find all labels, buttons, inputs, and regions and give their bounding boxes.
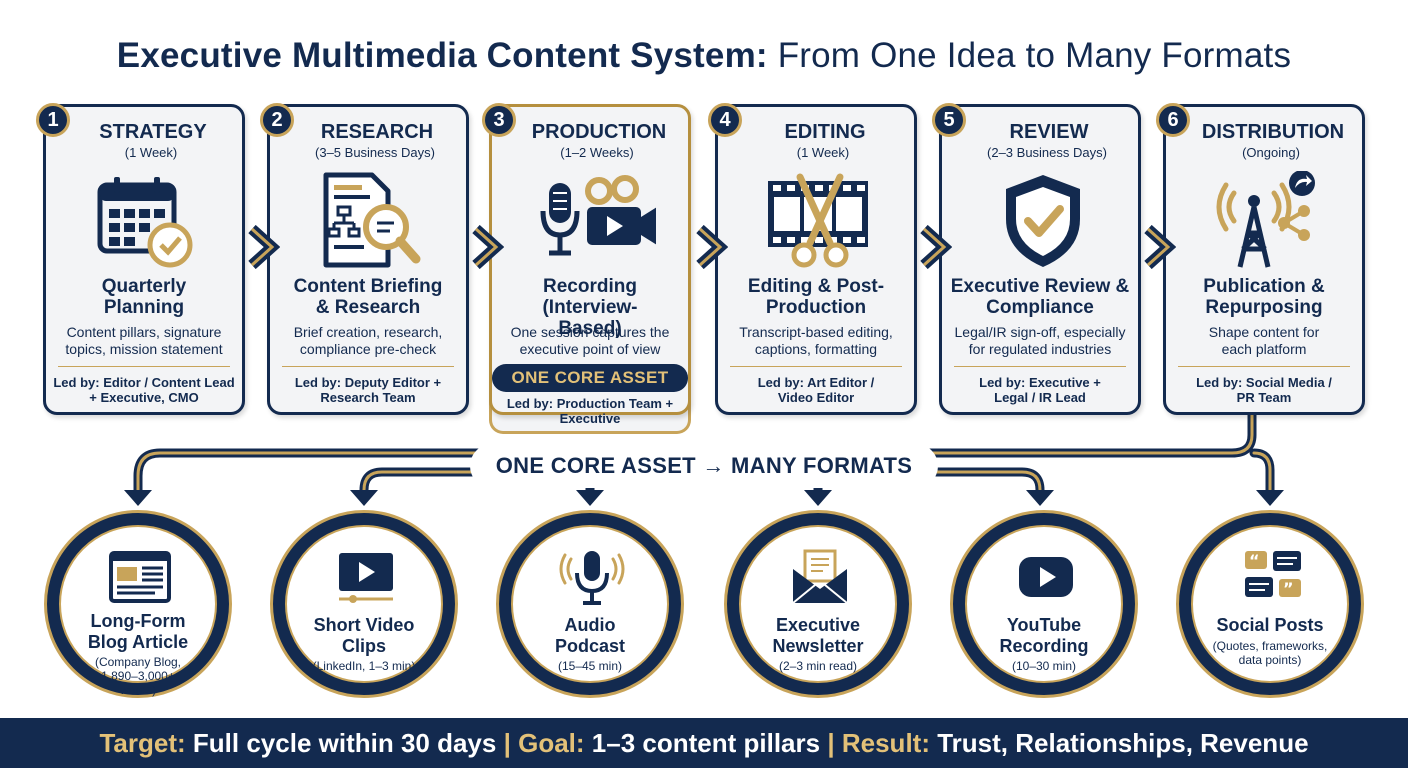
blog-article-icon <box>109 551 171 603</box>
stage-lead: Led by: Production Team + Executive <box>506 396 674 426</box>
stage-card-review: 5 REVIEW (2–3 Business Days) Executive R… <box>932 103 1141 415</box>
format-title: Executive Newsletter <box>772 615 864 656</box>
stage-lead: Led by: Social Media / PR Team <box>1196 375 1332 405</box>
youtube-play-icon <box>1019 557 1073 597</box>
stage-name: RESEARCH <box>320 121 434 143</box>
stage-lead: Led by: Executive + Legal / IR Lead <box>979 375 1101 405</box>
format-title: YouTube Recording <box>999 615 1089 656</box>
stage-lead: Led by: Art Editor / Video Editor <box>757 375 875 405</box>
format-social-posts: “ ” Social Posts (Quotes, frameworks, da… <box>1176 510 1364 698</box>
footer-separator: | <box>827 728 835 758</box>
stage-description: Shape content for each platform <box>1208 324 1320 357</box>
footer-target-value: Full cycle within 30 days <box>192 728 497 758</box>
newsletter-envelope-icon <box>792 549 848 604</box>
format-subtitle: (Company Blog, 1,890–3,000+ words) <box>94 655 182 697</box>
stage-description: Content pillars, signature topics, missi… <box>65 324 223 357</box>
film-scissors-icon <box>768 173 868 268</box>
stage-description: Brief creation, research, compliance pre… <box>293 324 443 357</box>
stage-card-production: 3 PRODUCTION (1–2 Weeks) Recording (Inte… <box>482 103 691 415</box>
svg-text:”: ” <box>1283 579 1294 598</box>
stage-lead: Led by: Editor / Content Lead + Executiv… <box>53 375 235 405</box>
format-title: Social Posts <box>1216 615 1324 635</box>
stage-duration: (1 Week) <box>124 145 178 160</box>
page-title: Executive Multimedia Content System: Fro… <box>0 34 1408 78</box>
stage-name: STRATEGY <box>99 121 207 143</box>
stage-title: Content Briefing & Research <box>293 276 443 318</box>
stage-description: One session captures the executive point… <box>510 324 670 357</box>
social-quotes-icon: “ ” <box>1245 551 1301 598</box>
footer-result-label: Result: <box>841 728 930 758</box>
stage-name: DISTRIBUTION <box>1201 121 1345 143</box>
stage-duration: (1 Week) <box>796 145 850 160</box>
core-asset-badge: ONE CORE ASSET <box>492 364 688 392</box>
stage-number: 6 <box>1156 103 1190 137</box>
stage-title: Recording (Interview-Based) <box>542 276 638 339</box>
stage-number: 2 <box>260 103 294 137</box>
stage-title: Publication & Repurposing <box>1203 276 1325 318</box>
format-newsletter: Executive Newsletter (2–3 min read) <box>724 510 912 698</box>
stage-number: 1 <box>36 103 70 137</box>
format-youtube: YouTube Recording (10–30 min) <box>950 510 1138 698</box>
format-subtitle: (15–45 min) <box>557 659 623 673</box>
stage-duration: (1–2 Weeks) <box>560 145 634 160</box>
title-bold: Executive Multimedia Content System: <box>116 36 768 75</box>
podcast-mic-icon <box>559 551 625 605</box>
stage-description: Legal/IR sign-off, especially for regula… <box>954 324 1126 357</box>
format-title: Audio Podcast <box>554 615 626 656</box>
format-short-video: Short Video Clips (LinkedIn, 1–3 min) <box>270 510 458 698</box>
calendar-check-icon <box>97 177 193 268</box>
stage-description: Transcript-based editing, captions, form… <box>739 324 893 357</box>
stage-number: 3 <box>482 103 516 137</box>
title-rest: From One Idea to Many Formats <box>777 36 1292 75</box>
divider <box>58 366 230 367</box>
stage-name: EDITING <box>784 121 866 143</box>
divider <box>954 366 1126 367</box>
stage-lead: Led by: Deputy Editor + Research Team <box>294 375 442 405</box>
footer-bar: Target: Full cycle within 30 days | Goal… <box>0 718 1408 768</box>
stage-title: Executive Review & Compliance <box>950 276 1130 318</box>
stage-card-distribution: 6 DISTRIBUTION (Ongoing) Publication & R… <box>1156 103 1365 415</box>
stage-duration: (Ongoing) <box>1242 145 1300 160</box>
broadcast-share-icon <box>1216 171 1315 268</box>
chevron-right-icon <box>696 225 728 269</box>
stage-number: 4 <box>708 103 742 137</box>
formats-label: ONE CORE ASSET → MANY FORMATS <box>472 446 936 486</box>
format-title: Short Video Clips <box>313 615 415 656</box>
shield-check-icon <box>1006 175 1080 267</box>
stage-card-strategy: 1 STRATEGY (1 Week) Quarterly Planning C… <box>36 103 245 415</box>
chevron-right-icon <box>920 225 952 269</box>
format-audio-podcast: Audio Podcast (15–45 min) <box>496 510 684 698</box>
stage-title: Quarterly Planning <box>101 276 187 318</box>
stage-name: REVIEW <box>1009 121 1089 143</box>
footer-target-label: Target: <box>99 728 186 758</box>
divider <box>730 366 902 367</box>
format-blog-article: Long-Form Blog Article (Company Blog, 1,… <box>44 510 232 698</box>
document-search-icon <box>323 172 421 268</box>
stage-duration: (3–5 Business Days) <box>315 145 435 160</box>
format-subtitle: (10–30 min) <box>1011 659 1077 673</box>
format-subtitle: (LinkedIn, 1–3 min) <box>312 659 416 673</box>
divider <box>282 366 454 367</box>
format-title: Long-Form Blog Article <box>87 611 189 652</box>
format-subtitle: (Quotes, frameworks, data points) <box>1212 639 1328 667</box>
footer-goal-label: Goal: <box>518 728 585 758</box>
footer-separator: | <box>503 728 511 758</box>
stage-number: 5 <box>932 103 966 137</box>
chevron-right-icon <box>248 225 280 269</box>
stage-name: PRODUCTION <box>531 121 667 143</box>
stage-card-editing: 4 EDITING (1 Week) Editing & Post-Produc… <box>708 103 917 415</box>
divider <box>1178 366 1350 367</box>
microphone-camera-icon <box>540 175 656 256</box>
video-clip-icon <box>339 553 393 603</box>
footer-goal-value: 1–3 content pillars <box>591 728 821 758</box>
format-subtitle: (2–3 min read) <box>778 659 858 673</box>
stage-card-research: 2 RESEARCH (3–5 Business Days) Content B… <box>260 103 469 415</box>
stage-duration: (2–3 Business Days) <box>987 145 1107 160</box>
chevron-right-icon <box>1144 225 1176 269</box>
stage-title: Editing & Post-Production <box>747 276 885 318</box>
svg-text:“: “ <box>1249 551 1260 570</box>
footer-result-value: Trust, Relationships, Revenue <box>937 728 1309 758</box>
chevron-right-icon <box>472 225 504 269</box>
